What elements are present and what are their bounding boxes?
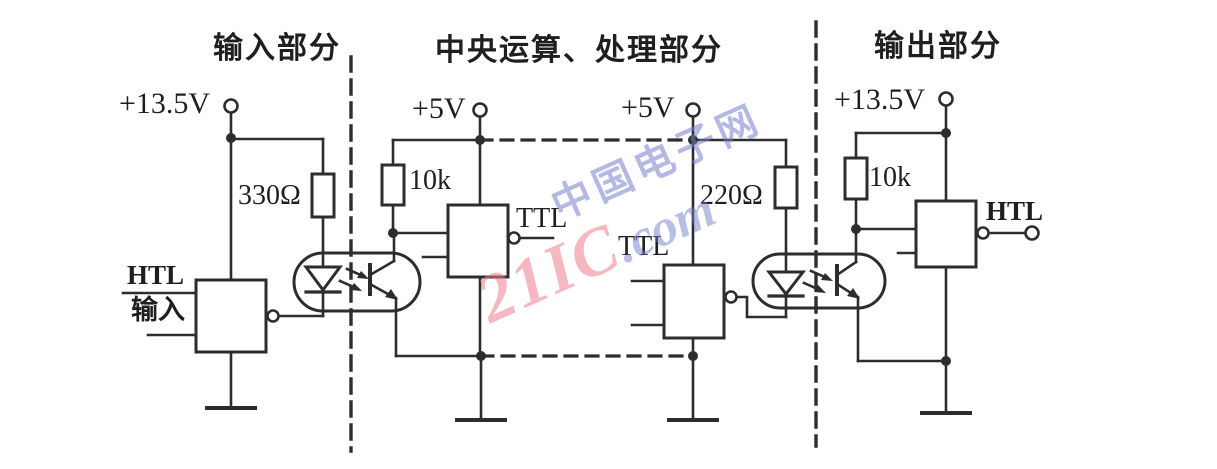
- led-resistor-label: 220Ω: [700, 180, 763, 211]
- light-arrows-1: [338, 267, 369, 291]
- resistor-10k-output: [843, 131, 948, 234]
- phototransistor-2: [835, 227, 860, 363]
- output-supply-terminal: [938, 91, 954, 203]
- central-supply-terminal-right: [685, 102, 701, 267]
- central-pullup-label: 10k: [409, 165, 451, 196]
- htl-input-label-cn: 输入: [131, 295, 185, 325]
- ttl-gate-2: [630, 263, 788, 358]
- central-section-title: 中央运算、处理部分: [435, 34, 723, 67]
- output-terminal: [1024, 225, 1040, 241]
- htl-output-label: HTL: [986, 196, 1044, 226]
- ground-input: [205, 350, 257, 410]
- ttl-output-label: TTL: [516, 203, 568, 234]
- htl-output-gate: [854, 199, 1040, 414]
- optocoupler-2: [751, 227, 887, 363]
- resistor-10k-central: [380, 138, 482, 238]
- optocoupler-1: [292, 231, 422, 358]
- ttl-gate-1: [391, 203, 555, 358]
- light-arrows-2: [802, 269, 833, 293]
- central-supply-right-label: +5V: [621, 91, 675, 124]
- ground-central-2: [667, 351, 719, 422]
- inverter-bubble: [724, 290, 738, 304]
- inverter-bubble: [266, 309, 280, 323]
- led-1: [303, 265, 343, 318]
- input-resistor-label: 330Ω: [238, 180, 301, 211]
- ttl-input-label: TTL: [618, 231, 670, 262]
- htl-input-label: HTL: [127, 260, 185, 290]
- central-supply-terminal-left: [472, 102, 488, 207]
- htl-input-gate: [121, 278, 325, 354]
- input-supply-terminal: [223, 98, 239, 282]
- output-pullup-label: 10k: [869, 162, 911, 193]
- led-2: [765, 270, 807, 319]
- resistor-330ohm: [229, 137, 336, 269]
- resistor-220ohm: [691, 138, 799, 274]
- output-supply-label: +13.5V: [834, 83, 926, 116]
- phototransistor-1: [368, 231, 398, 358]
- input-supply-label: +13.5V: [119, 87, 211, 120]
- input-section-title: 输入部分: [213, 32, 341, 65]
- ground-central-1: [455, 351, 507, 422]
- central-supply-left-label: +5V: [412, 92, 466, 125]
- inverter-bubble: [507, 231, 521, 245]
- inverter-bubble: [976, 226, 990, 240]
- output-section-title: 输出部分: [874, 30, 1002, 63]
